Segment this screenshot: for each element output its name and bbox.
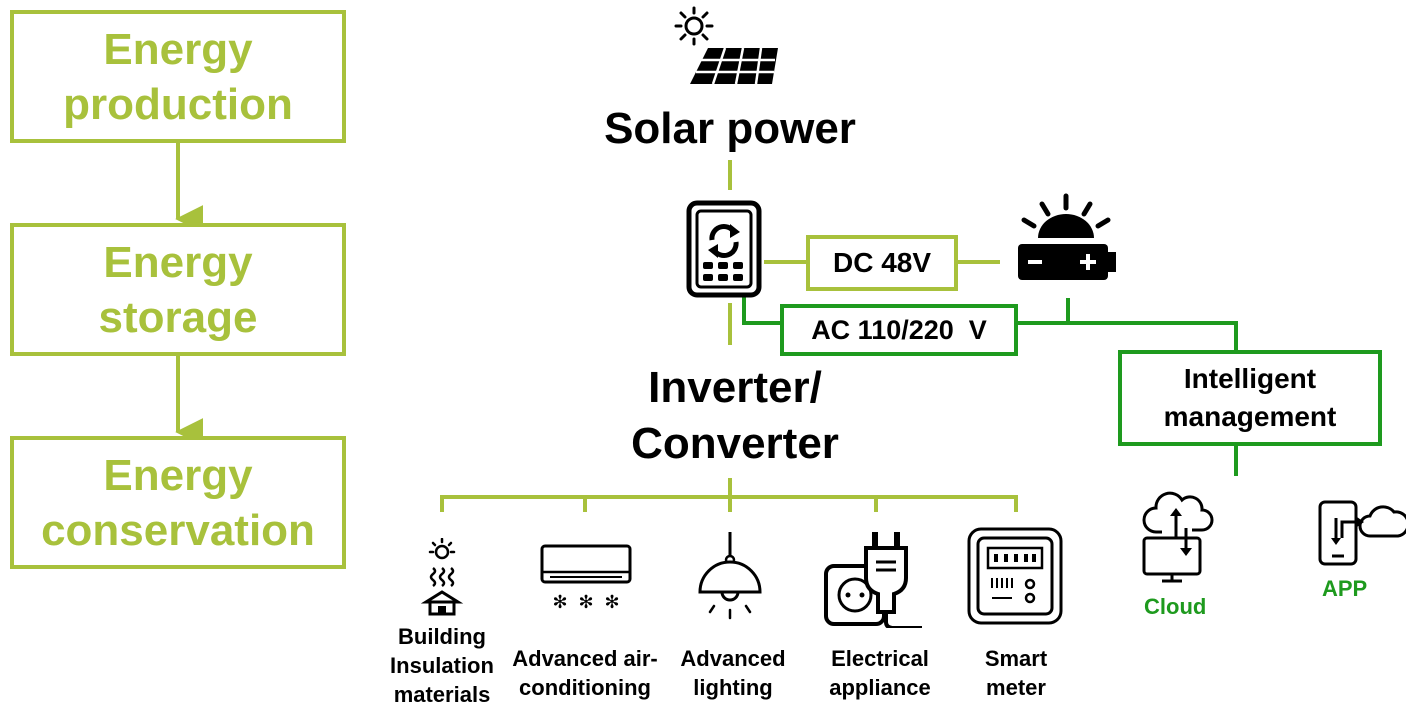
energy-storage-box: Energy storage bbox=[10, 223, 346, 356]
cloud-label: Cloud bbox=[1144, 594, 1207, 619]
svg-text:✻: ✻ bbox=[552, 592, 567, 613]
energy-conservation-box: Energy conservation bbox=[10, 436, 346, 569]
energy-conservation-line1: Energy bbox=[103, 450, 253, 500]
building-insulation-icon bbox=[420, 538, 464, 616]
energy-storage-line1: Energy bbox=[103, 237, 253, 287]
energy-storage-line2: storage bbox=[98, 292, 258, 342]
dc-48v-box: DC 48V bbox=[806, 235, 958, 291]
plug-socket-icon bbox=[824, 532, 922, 628]
device-caption-line: Insulation bbox=[390, 653, 494, 679]
solar-battery-icon bbox=[1018, 193, 1116, 280]
energy-conservation-line2: conservation bbox=[41, 505, 315, 555]
svg-text:✻: ✻ bbox=[578, 592, 593, 613]
app-phone-icon bbox=[1318, 500, 1406, 566]
device-caption-line: materials bbox=[393, 682, 491, 708]
device-caption-line: Advanced bbox=[680, 646, 786, 671]
device-caption-building-insulation: Building Insulation materials bbox=[378, 622, 506, 709]
svg-text:✻: ✻ bbox=[604, 592, 619, 613]
device-caption-line: lighting bbox=[693, 675, 773, 701]
intelligent-management-box: Intelligent management bbox=[1118, 350, 1382, 446]
inverter-label-line1: Inverter/ bbox=[648, 363, 822, 412]
device-caption-line: meter bbox=[986, 675, 1046, 701]
inverter-icon bbox=[686, 200, 762, 298]
inverter-converter-label: Inverter/ Converter bbox=[590, 360, 880, 472]
air-conditioner-icon: ✻ ✻ ✻ bbox=[540, 544, 632, 613]
device-caption-line: Smart bbox=[984, 646, 1048, 671]
device-caption-air-conditioning: Advanced air- conditioning bbox=[500, 644, 670, 702]
device-caption-electrical-appliance: Electrical appliance bbox=[812, 644, 948, 702]
intelligent-management-line2: management bbox=[1163, 401, 1337, 432]
line-ac-left bbox=[742, 296, 780, 325]
device-caption-line: Electrical bbox=[831, 646, 929, 671]
solar-power-label: Solar power bbox=[604, 104, 856, 153]
dc-48v-label: DC 48V bbox=[832, 247, 932, 278]
device-caption-line: Advanced air- bbox=[512, 646, 658, 671]
device-caption-line: Building bbox=[398, 624, 486, 649]
inverter-label-line2: Converter bbox=[631, 419, 839, 468]
lamp-icon bbox=[698, 532, 762, 620]
line-ac-to-management bbox=[1018, 321, 1238, 352]
energy-production-line1: Energy bbox=[103, 24, 253, 74]
ac-110-220v-label: AC 110/220 V bbox=[811, 314, 987, 345]
energy-production-line2: production bbox=[63, 79, 293, 129]
cloud-computer-icon bbox=[1142, 491, 1214, 583]
intelligent-management-line1: Intelligent bbox=[1183, 363, 1317, 394]
device-caption-smart-meter: Smart meter bbox=[960, 644, 1072, 702]
device-caption-line: conditioning bbox=[519, 675, 651, 701]
smart-meter-icon bbox=[967, 527, 1063, 625]
ac-110-220v-box: AC 110/220 V bbox=[780, 304, 1018, 356]
app-label: APP bbox=[1322, 576, 1368, 601]
energy-production-box: Energy production bbox=[10, 10, 346, 143]
solar-panel-icon bbox=[674, 6, 778, 85]
device-caption-lighting: Advanced lighting bbox=[672, 644, 794, 702]
device-caption-line: appliance bbox=[829, 675, 931, 701]
